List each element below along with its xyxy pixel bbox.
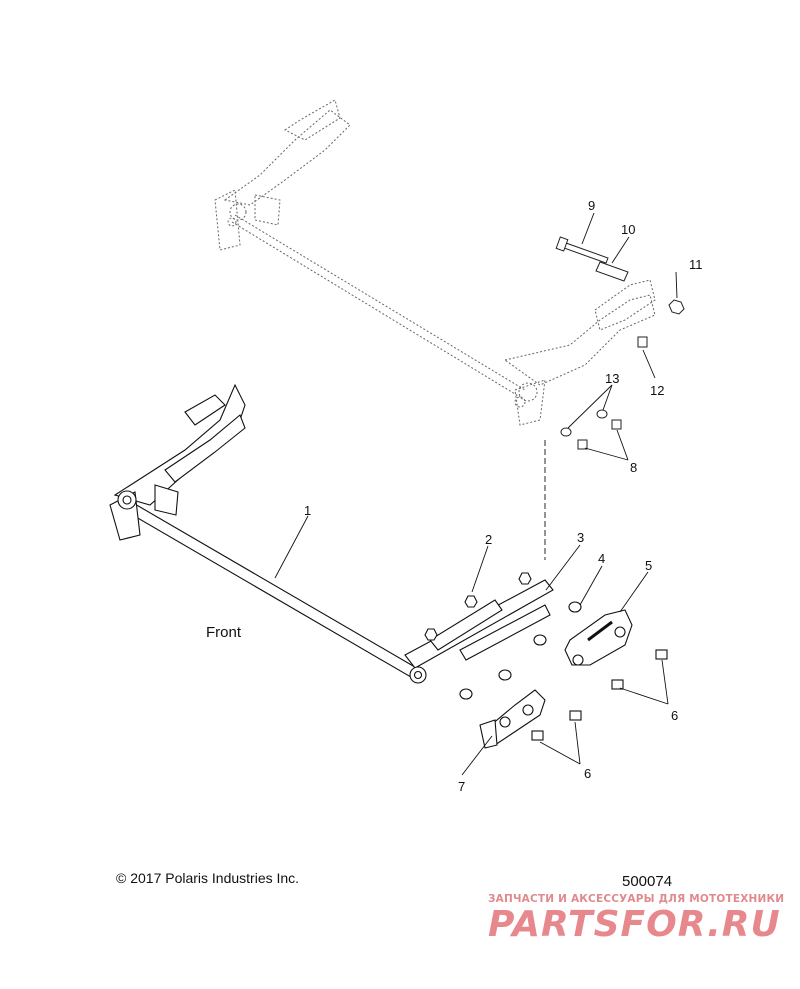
front-label: Front [206,624,242,641]
callout-12: 12 [650,383,665,398]
upper-hardware [555,236,685,450]
upper-ghost-assembly [214,99,656,426]
callout-6b: 6 [584,766,592,781]
lower-assembly [109,383,668,749]
callout-4: 4 [598,551,606,566]
callout-9: 9 [588,198,596,213]
callout-10: 10 [621,222,636,237]
leader-lines [274,212,678,776]
callout-11: 11 [689,257,703,272]
copyright-text: © 2017 Polaris Industries Inc. [116,870,300,886]
callout-1: 1 [304,503,312,518]
callout-6a: 6 [671,708,679,723]
callout-13: 13 [605,371,620,386]
watermark-logo: PARTSFOR.RU [488,904,781,945]
callout-7: 7 [458,779,466,794]
callout-8: 8 [630,460,638,475]
callout-3: 3 [577,530,585,545]
callout-2: 2 [485,532,493,547]
figure-number: 500074 [622,873,673,890]
callout-5: 5 [645,558,653,573]
watermark-tagline: ЗАПЧАСТИ И АКСЕССУАРЫ ДЛЯ МОТОТЕХНИКИ [488,893,785,905]
